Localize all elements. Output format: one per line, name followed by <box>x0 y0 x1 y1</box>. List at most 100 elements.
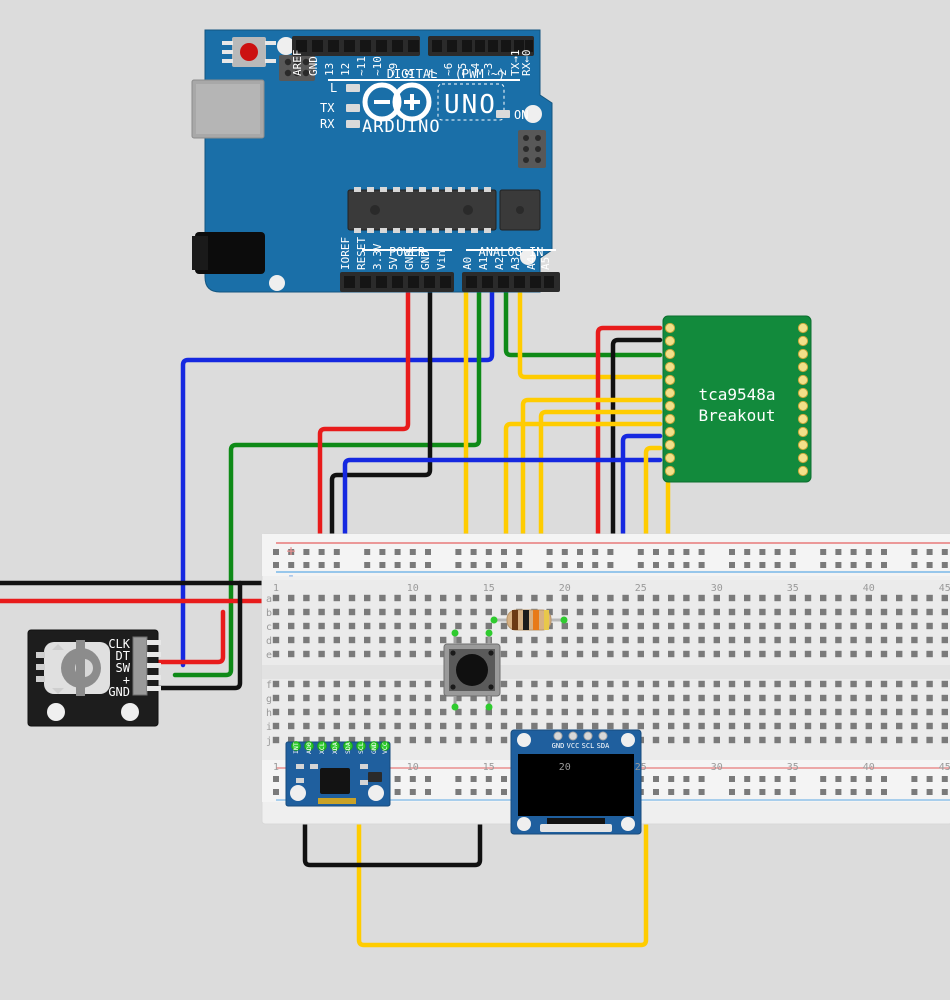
breadboard-hole[interactable] <box>424 650 432 658</box>
breadboard-hole[interactable] <box>774 636 781 644</box>
breadboard-hole[interactable] <box>683 722 690 730</box>
breadboard-hole[interactable] <box>576 694 584 702</box>
breadboard-hole[interactable] <box>835 680 842 688</box>
breadboard-hole[interactable] <box>288 622 295 630</box>
breadboard-hole[interactable] <box>303 736 310 744</box>
breadboard-hole[interactable] <box>865 736 872 744</box>
breadboard-hole[interactable] <box>470 608 477 616</box>
breadboard-hole[interactable] <box>789 549 796 555</box>
breadboard-hole[interactable] <box>683 789 690 795</box>
breadboard-hole[interactable] <box>424 622 432 630</box>
breadboard-hole[interactable] <box>500 680 508 688</box>
breadboard-hole[interactable] <box>881 562 887 568</box>
breadboard-hole[interactable] <box>546 694 553 702</box>
breadboard-hole[interactable] <box>698 708 705 716</box>
breadboard-hole[interactable] <box>865 650 872 658</box>
breadboard-hole[interactable] <box>303 708 310 716</box>
breadboard-hole[interactable] <box>516 562 523 568</box>
breadboard-hole[interactable] <box>880 736 888 744</box>
breadboard-hole[interactable] <box>804 680 812 688</box>
breadboard-hole[interactable] <box>333 722 340 730</box>
breadboard-hole[interactable] <box>728 594 736 602</box>
breadboard-hole[interactable] <box>789 789 796 795</box>
breadboard-hole[interactable] <box>668 776 675 782</box>
breadboard-hole[interactable] <box>835 549 842 555</box>
breadboard-hole[interactable] <box>424 608 432 616</box>
breadboard-hole[interactable] <box>576 650 584 658</box>
breadboard-hole[interactable] <box>881 789 887 795</box>
breadboard-hole[interactable] <box>576 636 584 644</box>
breadboard-hole[interactable] <box>941 694 948 702</box>
breadboard-hole[interactable] <box>516 722 523 730</box>
breadboard-hole[interactable] <box>364 694 371 702</box>
breadboard-hole[interactable] <box>577 549 583 555</box>
breadboard-hole[interactable] <box>668 594 675 602</box>
breadboard-hole[interactable] <box>728 708 736 716</box>
breadboard-hole[interactable] <box>637 722 644 730</box>
breadboard-hole[interactable] <box>561 694 568 702</box>
mpu6050-module[interactable] <box>285 741 391 807</box>
breadboard-hole[interactable] <box>881 776 887 782</box>
breadboard-hole[interactable] <box>926 776 933 782</box>
breadboard-hole[interactable] <box>318 622 325 630</box>
breadboard-hole[interactable] <box>546 722 553 730</box>
breadboard-hole[interactable] <box>501 562 507 568</box>
breadboard-hole[interactable] <box>424 708 432 716</box>
breadboard-hole[interactable] <box>394 680 401 688</box>
breadboard-hole[interactable] <box>744 636 751 644</box>
breadboard-hole[interactable] <box>485 776 492 782</box>
breadboard-hole[interactable] <box>713 736 720 744</box>
breadboard-hole[interactable] <box>470 622 477 630</box>
breadboard-hole[interactable] <box>592 680 599 688</box>
breadboard-hole[interactable] <box>303 680 310 688</box>
arduino-uno-board[interactable] <box>191 29 560 293</box>
breadboard-hole[interactable] <box>880 594 888 602</box>
breadboard-hole[interactable] <box>592 549 599 555</box>
breadboard-hole[interactable] <box>835 776 842 782</box>
breadboard-hole[interactable] <box>440 694 447 702</box>
breadboard-hole[interactable] <box>744 722 751 730</box>
breadboard-hole[interactable] <box>926 694 933 702</box>
breadboard-hole[interactable] <box>698 549 705 555</box>
breadboard-hole[interactable] <box>759 622 766 630</box>
breadboard-hole[interactable] <box>698 562 705 568</box>
breadboard-hole[interactable] <box>348 722 356 730</box>
breadboard-hole[interactable] <box>333 562 340 568</box>
breadboard-hole[interactable] <box>789 650 796 658</box>
breadboard-hole[interactable] <box>729 549 735 555</box>
breadboard-hole[interactable] <box>425 549 431 555</box>
breadboard-hole[interactable] <box>880 722 888 730</box>
breadboard-hole[interactable] <box>379 562 386 568</box>
breadboard-hole[interactable] <box>409 608 416 616</box>
breadboard-hole[interactable] <box>728 680 736 688</box>
breadboard-hole[interactable] <box>394 608 401 616</box>
breadboard-hole[interactable] <box>622 694 629 702</box>
breadboard-hole[interactable] <box>850 594 857 602</box>
breadboard-hole[interactable] <box>835 650 842 658</box>
breadboard-hole[interactable] <box>820 594 827 602</box>
breadboard-hole[interactable] <box>865 549 872 555</box>
breadboard-hole[interactable] <box>531 680 538 688</box>
breadboard-hole[interactable] <box>941 549 948 555</box>
breadboard-hole[interactable] <box>546 562 553 568</box>
breadboard-hole[interactable] <box>364 680 371 688</box>
breadboard-hole[interactable] <box>470 708 477 716</box>
breadboard-hole[interactable] <box>607 636 614 644</box>
breadboard-hole[interactable] <box>333 694 340 702</box>
breadboard-hole[interactable] <box>592 694 599 702</box>
breadboard-hole[interactable] <box>804 736 812 744</box>
breadboard-hole[interactable] <box>668 562 675 568</box>
breadboard-hole[interactable] <box>774 608 781 616</box>
breadboard-hole[interactable] <box>272 722 280 730</box>
breadboard-hole[interactable] <box>759 694 766 702</box>
breadboard-hole[interactable] <box>941 736 948 744</box>
breadboard-hole[interactable] <box>652 594 660 602</box>
breadboard-hole[interactable] <box>789 562 796 568</box>
breadboard-hole[interactable] <box>729 789 735 795</box>
breadboard-hole[interactable] <box>865 680 872 688</box>
breadboard-hole[interactable] <box>744 694 751 702</box>
breadboard-hole[interactable] <box>911 736 918 744</box>
breadboard-hole[interactable] <box>425 776 431 782</box>
reset-button[interactable] <box>222 37 276 67</box>
breadboard-hole[interactable] <box>364 650 371 658</box>
